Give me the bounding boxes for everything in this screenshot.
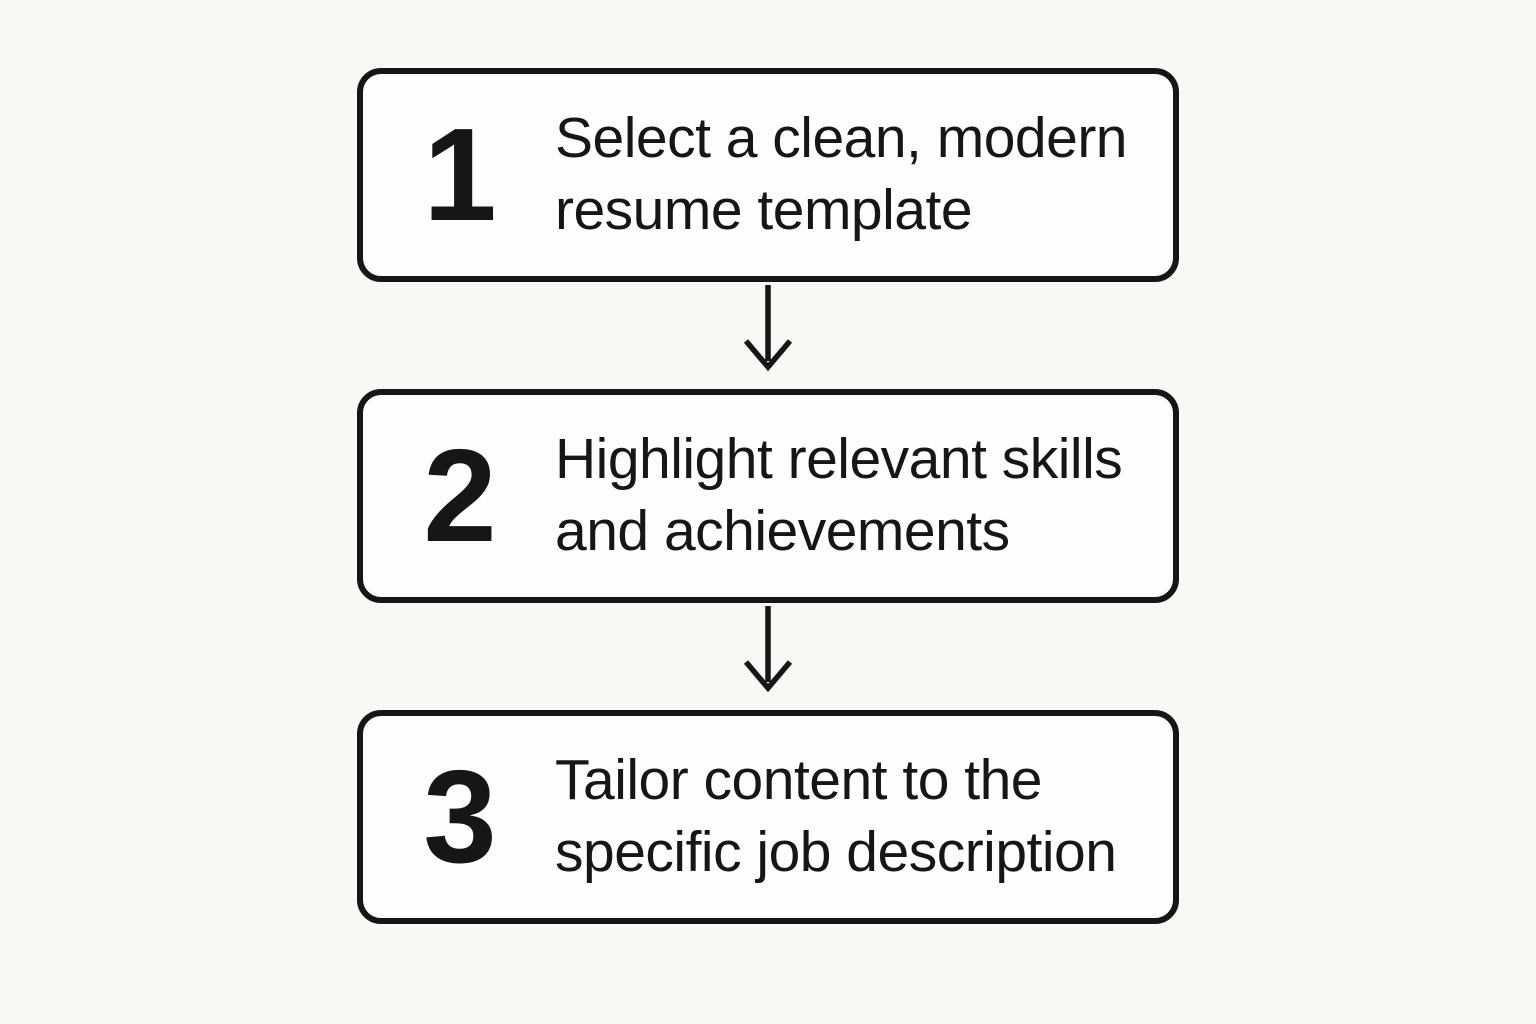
step-box-3: 3 Tailor content to the specific job des… — [357, 710, 1179, 924]
step-box-2: 2 Highlight relevant skills and achievem… — [357, 389, 1179, 603]
step-1-number: 1 — [423, 101, 496, 248]
step-1-label: Select a clean, modern resume template — [555, 103, 1173, 247]
step-2-number: 2 — [423, 422, 496, 569]
arrow-down-icon — [743, 285, 793, 372]
step-3-number: 3 — [423, 743, 496, 890]
step-box-1: 1 Select a clean, modern resume template — [357, 68, 1179, 282]
connector-1-2 — [738, 282, 798, 389]
step-3-label: Tailor content to the specific job descr… — [555, 745, 1173, 889]
arrow-down-icon — [743, 606, 793, 693]
step-1-label-line-1: Select a clean, modern — [555, 106, 1128, 171]
step-1-label-line-2: resume template — [555, 178, 973, 242]
step-2-label-line-1: Highlight relevant skills — [555, 427, 1123, 492]
step-2-label-line-2: and achievements — [555, 499, 1010, 563]
connector-2-3 — [738, 603, 798, 710]
step-2-label: Highlight relevant skills and achievemen… — [555, 424, 1173, 568]
step-3-label-line-2: specific job description — [555, 820, 1117, 884]
step-3-label-line-1: Tailor content to the — [555, 748, 1042, 813]
